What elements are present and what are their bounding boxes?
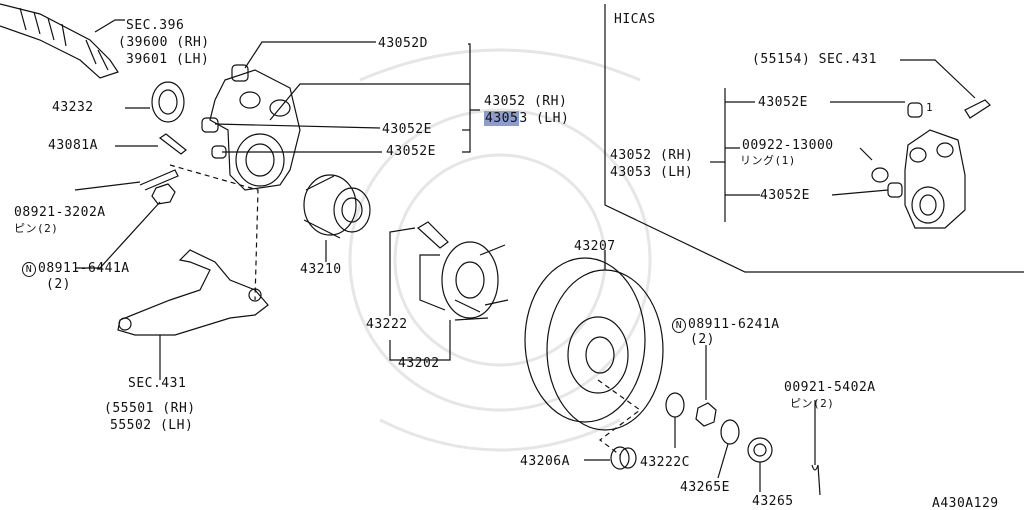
callout-1: 1 [926, 101, 934, 114]
label-43052-rh[interactable]: 43052 (RH) [484, 94, 568, 109]
label-43232[interactable]: 43232 [52, 100, 94, 115]
label-43210[interactable]: 43210 [300, 262, 342, 277]
label-43052e-lower[interactable]: 43052E [386, 144, 436, 159]
label-43265e[interactable]: 43265E [680, 480, 730, 495]
hub-icon [419, 241, 509, 321]
lock-nut-icon [747, 437, 773, 463]
label-sec-396[interactable]: SEC.396 [126, 18, 185, 33]
bolt-icon [158, 133, 187, 155]
hicas-knuckle-icon [904, 129, 966, 229]
label-hicas-ring: リング(1) [740, 154, 796, 167]
washer-icon [665, 392, 685, 418]
label-43081a[interactable]: 43081A [48, 138, 98, 153]
label-43222c[interactable]: 43222C [640, 455, 690, 470]
hicas-boundary [604, 4, 1024, 273]
hub-nut-icon [695, 402, 717, 427]
highlight-43053: 4305 [484, 111, 520, 126]
label-43052d[interactable]: 43052D [378, 36, 428, 51]
tie-rod-end-icon [964, 99, 991, 119]
label-43053-lh[interactable]: 43053 (LH) [484, 111, 570, 126]
label-55502-lh[interactable]: 55502 (LH) [110, 418, 194, 433]
label-43222[interactable]: 43222 [366, 317, 408, 332]
label-pin-qty-2: ピン(2) [790, 397, 835, 410]
label-43207[interactable]: 43207 [574, 239, 616, 254]
label-43202[interactable]: 43202 [398, 356, 440, 371]
label-39600-rh[interactable]: (39600 (RH) [118, 35, 210, 50]
label-08911-6241a[interactable]: 08911-6241A [688, 317, 780, 332]
pin-icon [139, 169, 179, 191]
label-hicas-00922-13000[interactable]: 00922-13000 [742, 138, 834, 153]
label-43053-lh-rest: 3 (LH) [519, 111, 570, 126]
cap-icon [610, 446, 637, 470]
label-hicas-sec-431[interactable]: (55154) SEC.431 [752, 52, 877, 67]
label-39601-lh[interactable]: 39601 (LH) [126, 52, 210, 67]
label-08911-6241a-qty: (2) [690, 332, 715, 347]
drive-shaft-icon [0, 3, 119, 79]
n-mark-icon-2: N [672, 318, 686, 333]
label-43052e-upper[interactable]: 43052E [382, 122, 432, 137]
knuckle-icon [209, 69, 301, 191]
bushing-icon [231, 64, 249, 82]
label-43265[interactable]: 43265 [752, 494, 794, 509]
label-00921-5402a[interactable]: 00921-5402A [784, 380, 876, 395]
label-hicas-43052e-lower[interactable]: 43052E [760, 188, 810, 203]
label-08911-6441a-qty: (2) [46, 277, 71, 292]
n-mark-icon: N [22, 262, 36, 277]
label-08921-3202a[interactable]: 08921-3202A [14, 205, 106, 220]
bearing-icon [303, 174, 371, 239]
lower-arm-icon [117, 249, 269, 336]
label-hicas-43052-rh[interactable]: 43052 (RH) [610, 148, 694, 163]
label-sec-431[interactable]: SEC.431 [128, 376, 187, 391]
label-hicas-43052e-upper[interactable]: 43052E [758, 95, 808, 110]
label-43206a[interactable]: 43206A [520, 454, 570, 469]
label-pin-qty-1: ピン(2) [14, 222, 59, 235]
label-55501-rh[interactable]: (55501 (RH) [104, 401, 196, 416]
nut-icon [151, 183, 176, 205]
label-08911-6441a[interactable]: 08911-6441A [38, 261, 130, 276]
cotter-pin-icon [811, 415, 821, 496]
seal-icon [151, 81, 185, 123]
diagram-id: A430A129 [932, 496, 999, 510]
label-hicas-43053-lh[interactable]: 43053 (LH) [610, 165, 694, 180]
hicas-title: HICAS [614, 12, 656, 27]
